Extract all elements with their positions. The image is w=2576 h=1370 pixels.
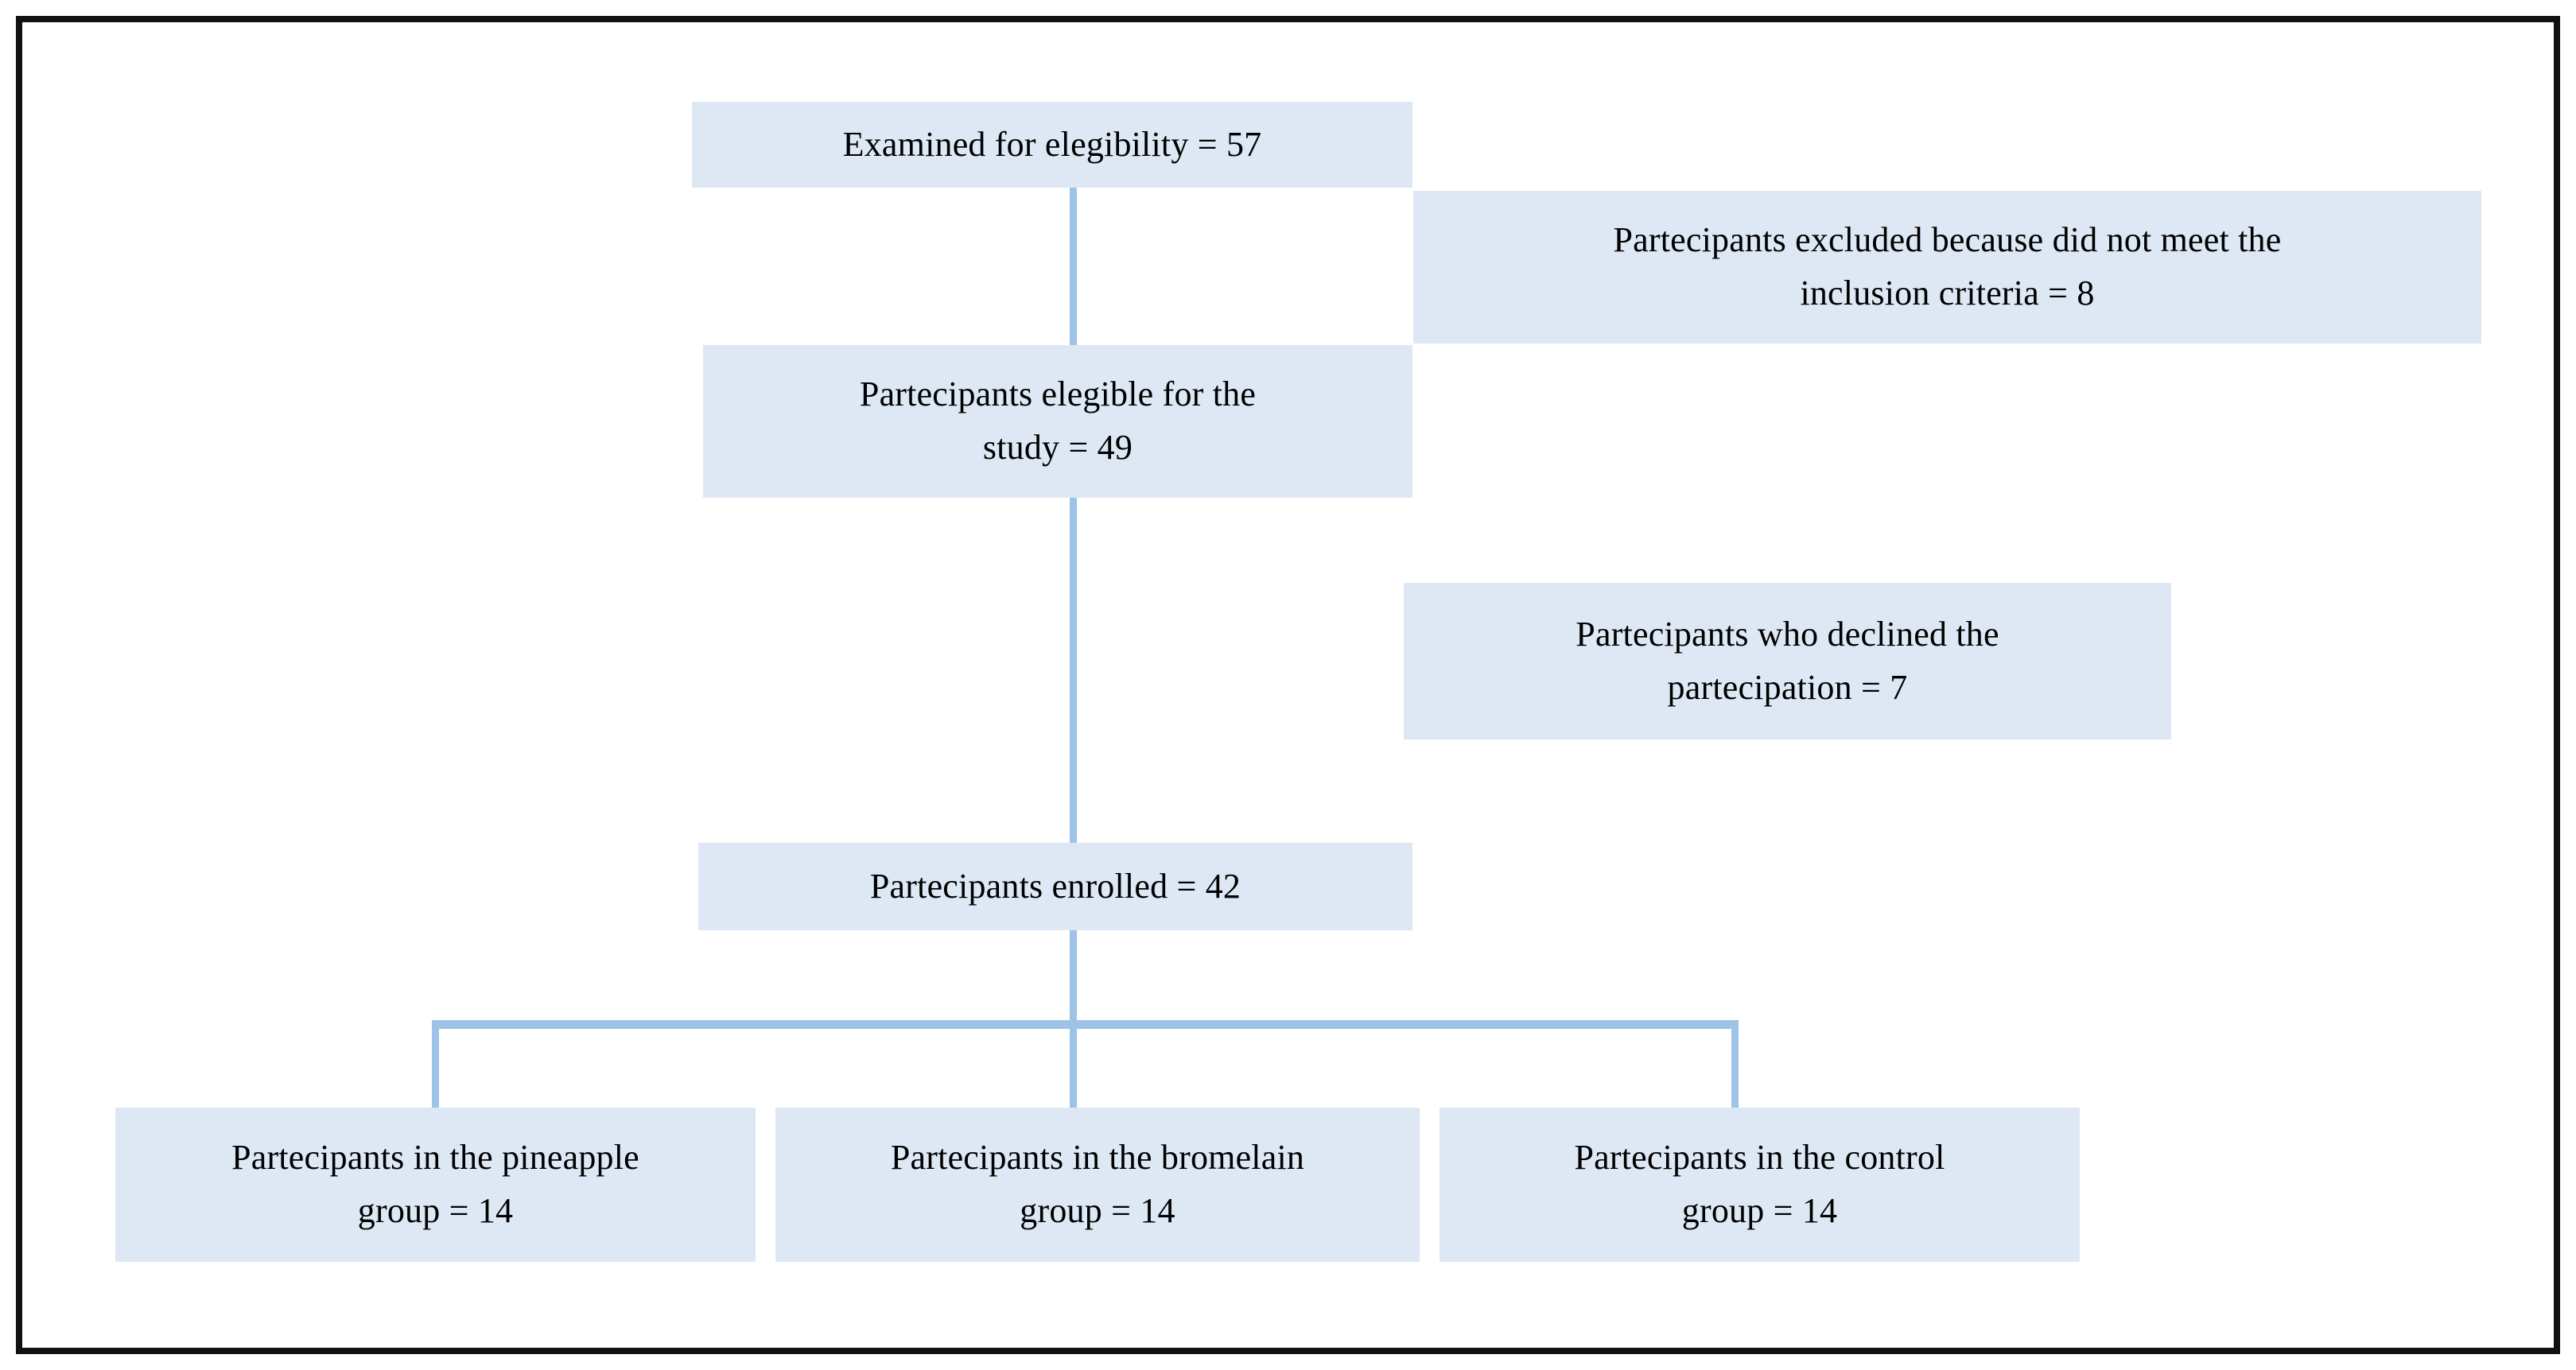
node-excluded-line1: Partecipants excluded because did not me… bbox=[1613, 220, 2282, 260]
node-participants-declined: Partecipants who declined the partecipat… bbox=[1404, 583, 2171, 739]
node-excluded-text: Partecipants excluded because did not me… bbox=[1428, 214, 2467, 320]
connector-enrolled-to-bracket bbox=[1070, 930, 1077, 1024]
node-group-pineapple-line2: group = 14 bbox=[357, 1191, 514, 1230]
node-examined-for-eligibility: Examined for elegibility = 57 bbox=[692, 102, 1412, 188]
node-group-control: Partecipants in the control group = 14 bbox=[1440, 1108, 2080, 1262]
node-group-control-line1: Partecipants in the control bbox=[1574, 1138, 1945, 1178]
node-group-pineapple-line1: Partecipants in the pineapple bbox=[231, 1138, 639, 1178]
node-enrolled-label: Partecipants enrolled = 42 bbox=[869, 866, 1241, 906]
node-participants-excluded: Partecipants excluded because did not me… bbox=[1413, 191, 2481, 343]
node-eligible-text: Partecipants elegible for the study = 49 bbox=[717, 368, 1398, 475]
connector-drop-to-bromelain-group bbox=[1070, 1020, 1077, 1109]
node-declined-line1: Partecipants who declined the bbox=[1576, 614, 1999, 654]
node-eligible-line2: study = 49 bbox=[982, 428, 1133, 467]
connector-examined-to-eligible bbox=[1070, 188, 1077, 347]
node-group-pineapple: Partecipants in the pineapple group = 14 bbox=[115, 1108, 756, 1262]
node-examined-label: Examined for elegibility = 57 bbox=[842, 124, 1262, 164]
connector-drop-to-pineapple-group bbox=[432, 1020, 439, 1109]
node-participants-eligible: Partecipants elegible for the study = 49 bbox=[703, 345, 1412, 498]
node-declined-text: Partecipants who declined the partecipat… bbox=[1418, 608, 2157, 715]
connector-eligible-to-enrolled bbox=[1070, 498, 1077, 844]
diagram-border-frame bbox=[16, 16, 2560, 1354]
node-group-control-line2: group = 14 bbox=[1681, 1191, 1838, 1230]
node-group-control-text: Partecipants in the control group = 14 bbox=[1454, 1131, 2065, 1238]
node-group-bromelain-text: Partecipants in the bromelain group = 14 bbox=[790, 1131, 1405, 1238]
node-eligible-line1: Partecipants elegible for the bbox=[859, 375, 1257, 414]
node-group-bromelain: Partecipants in the bromelain group = 14 bbox=[775, 1108, 1420, 1262]
node-group-bromelain-line1: Partecipants in the bromelain bbox=[890, 1138, 1305, 1178]
node-excluded-line2: inclusion criteria = 8 bbox=[1800, 274, 2095, 312]
connector-bracket-horizontal-bar bbox=[432, 1020, 1739, 1029]
connector-drop-to-control-group bbox=[1731, 1020, 1739, 1109]
node-participants-enrolled: Partecipants enrolled = 42 bbox=[698, 843, 1412, 930]
node-group-bromelain-line2: group = 14 bbox=[1020, 1191, 1175, 1230]
node-group-pineapple-text: Partecipants in the pineapple group = 14 bbox=[130, 1131, 741, 1238]
node-declined-line2: partecipation = 7 bbox=[1667, 667, 1908, 707]
